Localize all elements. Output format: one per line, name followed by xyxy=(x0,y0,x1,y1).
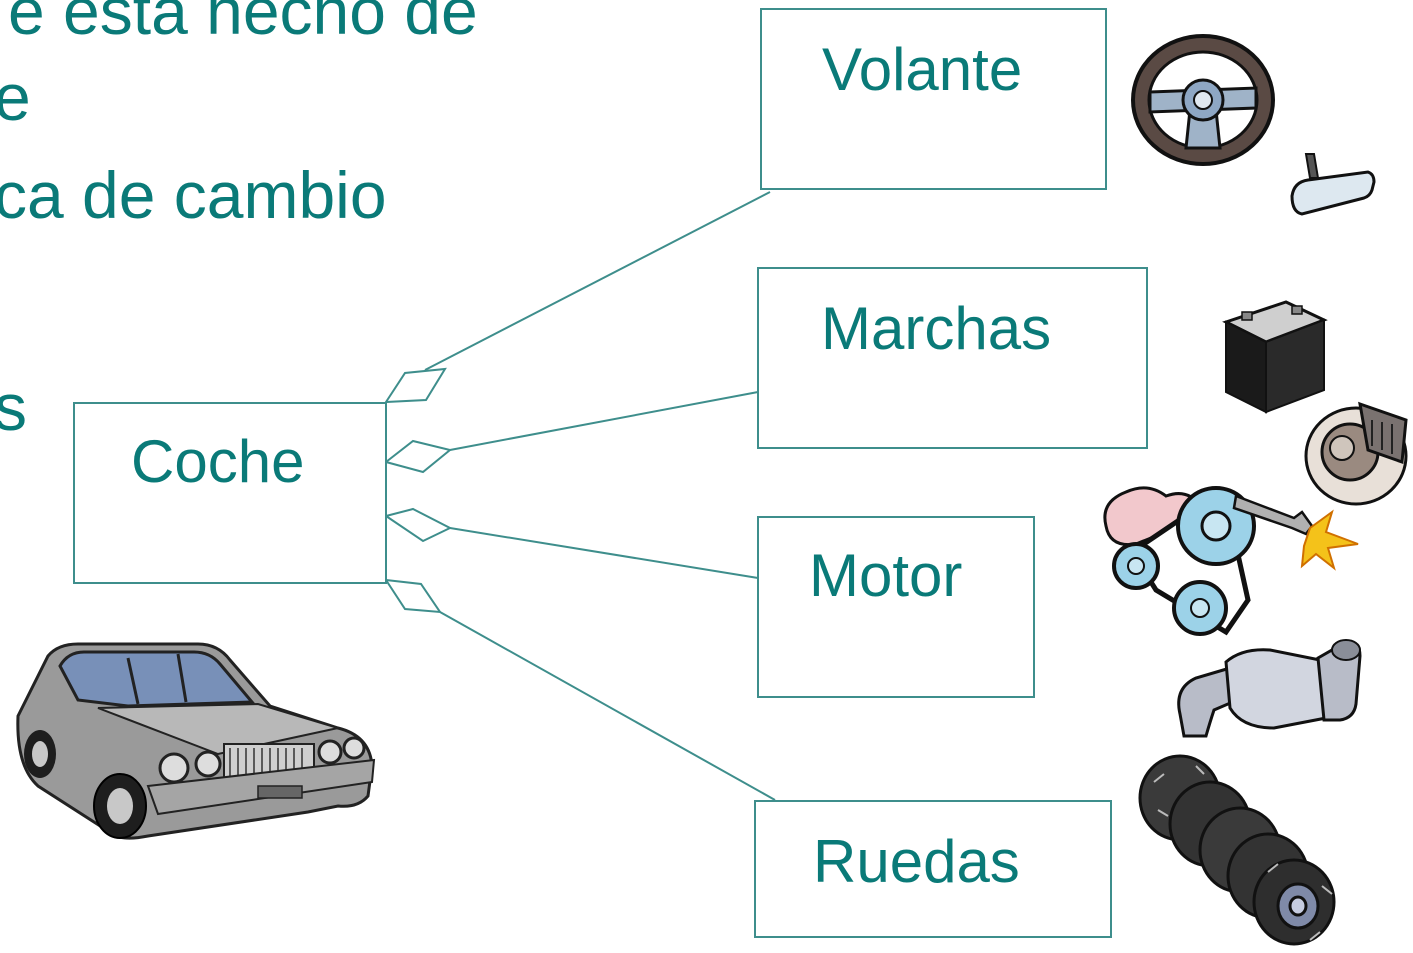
steering-wheel-image xyxy=(1131,34,1275,166)
class-label-ruedas: Ruedas xyxy=(813,828,1020,895)
class-box-volante[interactable]: Volante xyxy=(760,8,1107,190)
battery-image xyxy=(1222,300,1328,414)
class-box-ruedas[interactable]: Ruedas xyxy=(754,800,1112,938)
aggregation-diamond-volante xyxy=(384,367,447,404)
connector-ruedas xyxy=(439,611,776,801)
connector-marchas xyxy=(449,391,759,451)
tires-image xyxy=(1138,754,1336,946)
class-label-volante: Volante xyxy=(822,36,1023,103)
slide-text-line-4: s xyxy=(0,370,27,444)
class-box-marchas[interactable]: Marchas xyxy=(757,267,1148,449)
slide-text-line-3: ca de cambio xyxy=(0,158,387,232)
slide-text-line-1: e esta hecho de xyxy=(8,0,478,48)
aggregation-diamond-marchas xyxy=(383,439,453,474)
engine-belt-image xyxy=(1103,486,1359,636)
aggregation-diamond-ruedas xyxy=(383,578,443,614)
class-label-marchas: Marchas xyxy=(821,295,1052,362)
class-box-motor[interactable]: Motor xyxy=(757,516,1035,698)
class-label-motor: Motor xyxy=(809,542,963,609)
car-image xyxy=(16,642,376,840)
aggregation-diamond-motor xyxy=(383,507,453,543)
connector-motor xyxy=(449,527,759,579)
brake-disc-image xyxy=(1304,401,1408,506)
slide-text-line-2: e xyxy=(0,60,31,134)
connector-volante xyxy=(424,191,771,371)
class-box-coche[interactable]: Coche xyxy=(73,402,387,584)
class-label-coche: Coche xyxy=(131,428,305,495)
rearview-mirror-image xyxy=(1290,153,1376,216)
exhaust-image xyxy=(1177,639,1362,738)
